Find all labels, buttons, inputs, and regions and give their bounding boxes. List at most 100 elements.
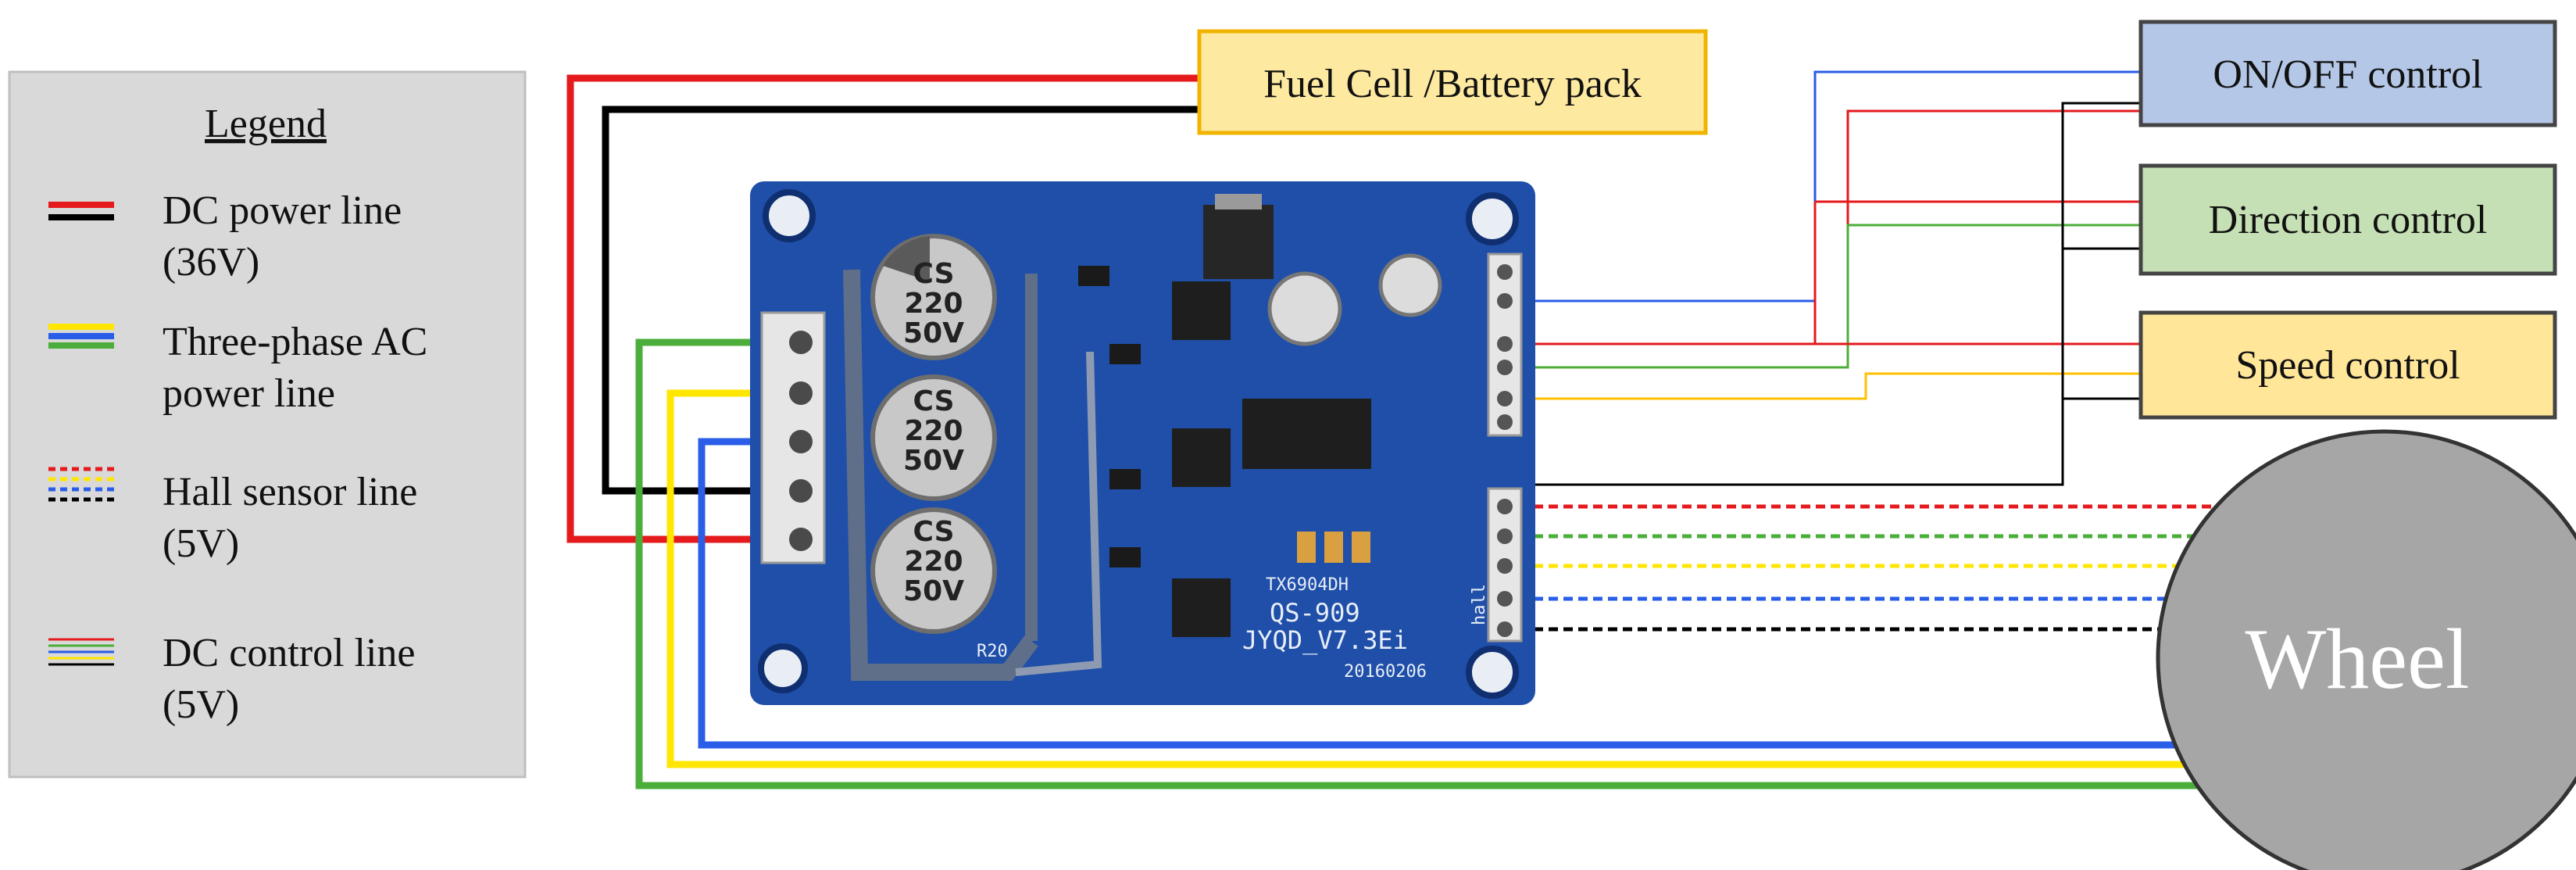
terminal-pin-icon — [789, 430, 813, 453]
capacitor-text: CS — [913, 385, 954, 417]
legend: Legend DC power line (36V) Three-phase A… — [8, 70, 527, 779]
control-wire-green — [1504, 224, 2141, 369]
speed-control-box: Speed control — [2138, 310, 2557, 420]
board-hall-label: hall — [1470, 584, 1489, 625]
control-wire-blue — [1504, 70, 2141, 303]
control-wire-yellow — [1504, 372, 2141, 400]
direction-control-box: Direction control — [2138, 163, 2557, 276]
legend-item-sublabel: (36V) — [163, 240, 259, 285]
power-source-rect — [1197, 29, 1708, 135]
board-version-label: JYQD_V7.3Ei — [1242, 625, 1408, 655]
legend-item-sublabel: (5V) — [163, 682, 239, 727]
main-ic-chip — [1242, 399, 1371, 469]
smd-component — [1109, 469, 1141, 489]
terminal-pin-icon — [789, 381, 813, 405]
legend-item-dc-control: DC control line (5V) — [48, 631, 416, 727]
control-wire-red-speed — [1813, 202, 2141, 345]
legend-title: Legend — [205, 102, 327, 146]
capacitor-text: 220 — [904, 546, 963, 578]
legend-item-sublabel: power line — [163, 371, 335, 416]
direction-control-label: Direction control — [2209, 198, 2488, 242]
header-pin-icon — [1497, 264, 1513, 280]
legend-item-label: DC control line — [163, 631, 416, 675]
power-source-label: Fuel Cell /Battery pack — [1263, 62, 1642, 106]
board-resistor-label: R20 — [977, 642, 1008, 661]
capacitor-middle: CS 220 50V — [870, 374, 997, 501]
terminal-pin-icon — [789, 479, 813, 503]
legend-item-dc-power: DC power line (36V) — [48, 188, 402, 285]
controller-board: CS 220 50V CS 220 50V CS 220 50V — [750, 181, 1535, 705]
wheel: Wheel — [2156, 429, 2576, 870]
voltage-regulator-tab — [1215, 194, 1262, 209]
smd-component — [1297, 532, 1316, 563]
header-pin-icon — [1497, 414, 1513, 430]
small-capacitor-icon — [1267, 271, 1342, 346]
mounting-hole-icon — [1466, 192, 1519, 245]
header-pin-icon — [1497, 621, 1513, 637]
legend-item-sublabel: (5V) — [163, 521, 239, 566]
header-pin-icon — [1497, 591, 1513, 607]
dc-power-positive-wire — [566, 74, 1199, 543]
power-source-box: Fuel Cell /Battery pack — [1197, 29, 1708, 135]
legend-item-three-phase: Three-phase AC power line — [48, 320, 427, 416]
small-capacitor-icon — [1378, 253, 1442, 317]
control-wire-red-onoff — [1504, 109, 2141, 345]
board-model-label: QS-909 — [1270, 598, 1360, 628]
phase-wire-green — [635, 338, 2227, 789]
smd-component — [1109, 547, 1141, 567]
driver-ic-chip — [1172, 578, 1231, 637]
capacitor-icon — [870, 507, 997, 634]
phase-wire-yellow — [666, 389, 2227, 768]
capacitor-icon — [870, 374, 997, 501]
header-pin-icon — [1497, 336, 1513, 352]
capacitor-top: CS 220 50V — [870, 234, 997, 360]
smd-component — [1352, 532, 1370, 563]
header-pin-icon — [1497, 558, 1513, 574]
board-trace — [843, 269, 1038, 681]
dc-power-negative-wire — [602, 106, 1199, 495]
control-wire-black — [1504, 102, 2141, 486]
smd-component — [1078, 266, 1109, 286]
header-pin-icon — [1497, 499, 1513, 514]
driver-ic-chip — [1172, 281, 1231, 340]
header-pin-icon — [1497, 391, 1513, 406]
mounting-hole-icon — [763, 189, 816, 242]
on-off-control-rect — [2138, 20, 2557, 127]
smd-component — [1324, 532, 1343, 563]
wires — [566, 70, 2250, 789]
direction-control-rect — [2138, 163, 2557, 276]
terminal-pin-icon — [789, 331, 813, 354]
board-date-label: 20160206 — [1344, 662, 1427, 682]
legend-item-label: Three-phase AC — [163, 320, 427, 364]
voltage-regulator — [1203, 205, 1274, 279]
header-pin-icon — [1497, 528, 1513, 544]
legend-item-hall-sensor: Hall sensor line (5V) — [48, 467, 417, 566]
legend-item-label: DC power line — [163, 188, 402, 233]
capacitor-text: 50V — [903, 317, 964, 349]
speed-control-label: Speed control — [2235, 343, 2460, 388]
capacitor-text: 50V — [903, 575, 964, 607]
mounting-hole-icon — [758, 643, 808, 693]
board-trace — [1015, 351, 1102, 676]
legend-item-label: Hall sensor line — [163, 470, 417, 514]
on-off-control-label: ON/OFF control — [2213, 52, 2482, 97]
capacitor-text: 220 — [904, 288, 963, 320]
capacitor-text: 50V — [903, 445, 964, 477]
driver-ic-chip — [1172, 428, 1231, 487]
wheel-circle — [2156, 429, 2576, 870]
terminal-pin-icon — [789, 528, 813, 551]
board-chip-label: TX6904DH — [1266, 575, 1349, 595]
capacitor-text: CS — [913, 258, 954, 290]
header-pin-icon — [1497, 293, 1513, 309]
smd-component — [1109, 344, 1141, 364]
capacitor-text: 220 — [904, 415, 963, 447]
speed-control-rect — [2138, 310, 2557, 420]
mounting-hole-icon — [1466, 646, 1519, 699]
capacitor-text: CS — [913, 516, 954, 548]
capacitor-stripe — [883, 236, 930, 281]
legend-background — [8, 70, 527, 779]
header-pin-icon — [1497, 360, 1513, 375]
capacitor-bottom: CS 220 50V — [870, 507, 997, 634]
wheel-label: Wheel — [2245, 611, 2469, 707]
